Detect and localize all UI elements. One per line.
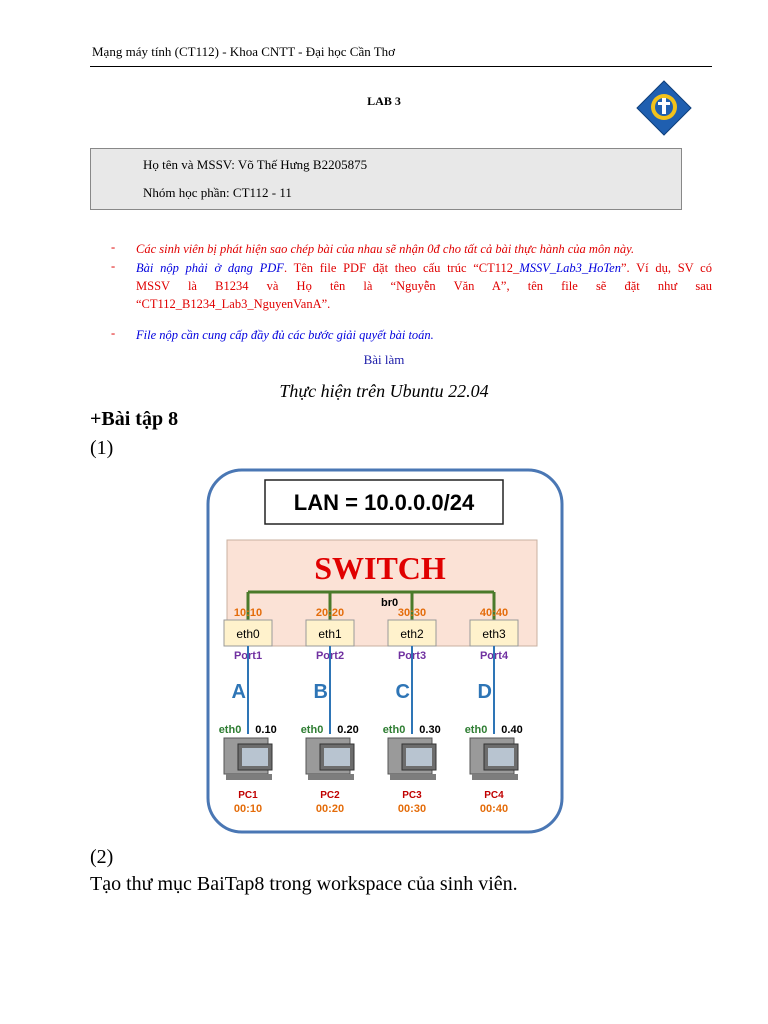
rule-text: Bài nộp phải ở dạng PDF. Tên file PDF đặ… xyxy=(136,261,712,311)
switch-label: SWITCH xyxy=(314,550,446,586)
exercise-heading: +Bài tập 8 xyxy=(90,408,179,430)
bullet-dash: - xyxy=(111,240,116,254)
pc-keyboard-icon xyxy=(308,774,354,780)
pc-iface: eth0 xyxy=(383,724,406,736)
pc-keyboard-icon xyxy=(472,774,518,780)
link-label: B xyxy=(314,681,328,703)
bullet-dash: - xyxy=(111,326,116,340)
rule-text: File nộp cần cung cấp đầy đủ các bước gi… xyxy=(136,328,434,342)
subtitle: Thực hiện trên Ubuntu 22.04 xyxy=(279,381,489,401)
pc-name: PC1 xyxy=(238,790,258,801)
pc-iface: eth0 xyxy=(465,724,488,736)
pc-screen-icon xyxy=(488,748,514,766)
lan-box xyxy=(264,479,504,525)
iface-box xyxy=(305,619,355,647)
university-logo-icon xyxy=(636,80,692,136)
iface-label: eth1 xyxy=(318,627,342,641)
network-diagram: LAN = 10.0.0.0/24 SWITCH br010:10eth0Por… xyxy=(206,468,564,834)
pc-keyboard-icon xyxy=(226,774,272,780)
bullet-dash: - xyxy=(111,259,116,273)
pc-ip: 0.20 xyxy=(337,724,358,736)
bridge-label: br0 xyxy=(381,597,398,609)
page-header: Mạng máy tính (CT112) - Khoa CNTT - Đại … xyxy=(92,44,396,59)
iface-label: eth3 xyxy=(482,627,506,641)
pc-ip: 0.10 xyxy=(255,724,276,736)
port-code: 30:30 xyxy=(398,607,426,619)
pc-mac: 00:20 xyxy=(316,803,344,815)
link-label: C xyxy=(396,681,410,703)
rule-text: Các sinh viên bị phát hiện sao chép bài … xyxy=(136,242,635,256)
pc-screen-icon xyxy=(242,748,268,766)
part-1-label: (1) xyxy=(90,437,114,459)
pc-iface: eth0 xyxy=(301,724,324,736)
student-group: Nhóm học phần: CT112 - 11 xyxy=(143,185,292,200)
header-rule xyxy=(90,66,712,67)
ports-group: br010:10eth0Port1Aeth00.10PC100:1020:20e… xyxy=(219,590,523,815)
port-code: 40:40 xyxy=(480,607,508,619)
lab-title: LAB 3 xyxy=(367,94,401,108)
port-code: 10:10 xyxy=(234,607,262,619)
link-label: A xyxy=(232,681,246,703)
lan-label: LAN = 10.0.0.0/24 xyxy=(294,490,475,515)
iface-box xyxy=(469,619,519,647)
pc-mac: 00:40 xyxy=(480,803,508,815)
student-name-mssv: Họ tên và MSSV: Võ Thế Hưng B2205875 xyxy=(143,157,368,172)
bai-lam-label: Bài làm xyxy=(363,352,405,367)
pc-name: PC4 xyxy=(484,790,504,801)
pc-mac: 00:10 xyxy=(234,803,262,815)
pc-name: PC3 xyxy=(402,790,422,801)
student-info-box: Họ tên và MSSV: Võ Thế Hưng B2205875 Nhó… xyxy=(90,148,682,210)
body-text: Tạo thư mục BaiTap8 trong workspace của … xyxy=(90,873,518,895)
pc-name: PC2 xyxy=(320,790,340,801)
pc-ip: 0.40 xyxy=(501,724,522,736)
iface-box xyxy=(387,619,437,647)
pc-screen-icon xyxy=(324,748,350,766)
pc-iface: eth0 xyxy=(219,724,242,736)
pc-keyboard-icon xyxy=(390,774,436,780)
pc-ip: 0.30 xyxy=(419,724,440,736)
iface-label: eth2 xyxy=(400,627,424,641)
iface-label: eth0 xyxy=(236,627,260,641)
link-label: D xyxy=(478,681,492,703)
iface-box xyxy=(223,619,273,647)
pc-screen-icon xyxy=(406,748,432,766)
part-2-label: (2) xyxy=(90,846,114,868)
pc-mac: 00:30 xyxy=(398,803,426,815)
port-code: 20:20 xyxy=(316,607,344,619)
